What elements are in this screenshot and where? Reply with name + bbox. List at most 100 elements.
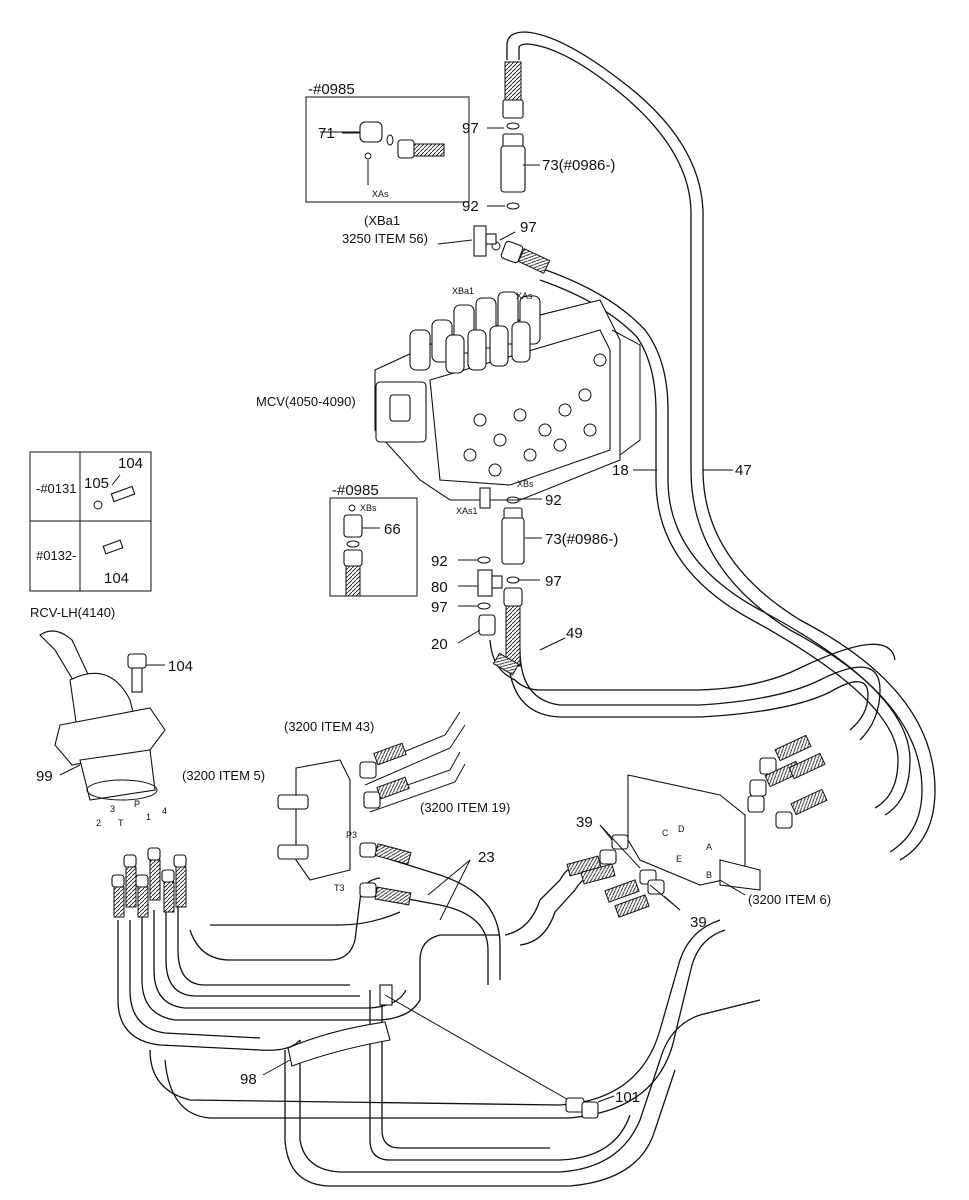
label-xas-port: XAs (516, 291, 533, 301)
callout-47: 47 (735, 462, 752, 479)
junction-block-item5 (277, 759, 351, 881)
washer-105 (93, 500, 103, 510)
table-row2-part: 104 (104, 570, 129, 587)
label-xbs-port: XBs (517, 479, 534, 489)
callout-39-bottom: 39 (690, 914, 707, 931)
label-item56-ref: 3250 ITEM 56) (342, 231, 428, 246)
hose-49 (507, 649, 881, 741)
pin-t: T (118, 818, 124, 828)
joystick-hoses (117, 859, 761, 1187)
callout-73-bottom: 73(#0986-) (545, 531, 618, 548)
o-ring-92-top (506, 202, 520, 210)
elbow-fitting-20 (478, 614, 496, 636)
leader-lines (59, 127, 746, 1103)
callout-23: 23 (478, 849, 495, 866)
hose-item43 (359, 711, 466, 786)
callout-99: 99 (36, 768, 53, 785)
hose-ends-joystick (111, 847, 187, 918)
fittings-39 (566, 834, 665, 918)
bolt-104-a (110, 485, 136, 503)
tee-fitting-80 (477, 569, 503, 597)
port-b: B (706, 870, 712, 880)
pin-p: P (134, 799, 140, 809)
hose-18-end-fitting (500, 240, 551, 274)
valve-ports (463, 353, 607, 477)
bolt-104-joystick (127, 653, 147, 693)
right-hose-ends (747, 734, 828, 829)
callout-97-bottom-right: 97 (545, 573, 562, 590)
callout-71: 71 (318, 125, 335, 142)
callout-104: 104 (168, 658, 193, 675)
callout-66: 66 (384, 521, 401, 538)
label-xba1-port: XBa1 (452, 286, 474, 296)
fitting-xas1 (479, 487, 491, 509)
callout-80: 80 (431, 579, 448, 596)
clamp-bolt-leader (384, 994, 573, 1103)
o-ring-92-right (506, 496, 520, 504)
callout-98: 98 (240, 1071, 257, 1088)
callout-92-left: 92 (431, 553, 448, 570)
callout-18: 18 (612, 462, 629, 479)
junction-block-item6 (627, 774, 761, 891)
label-xba1-ref: (XBa1 (364, 213, 400, 228)
label-item43: (3200 ITEM 43) (284, 719, 374, 734)
label-item6: (3200 ITEM 6) (748, 892, 831, 907)
callout-39-top: 39 (576, 814, 593, 831)
inset-mid (329, 497, 418, 597)
hose-20-sleeve (492, 652, 520, 676)
label-rcv: RCV-LH(4140) (30, 605, 115, 620)
inset-top-serial: -#0985 (308, 81, 355, 98)
rcv-joystick (39, 630, 166, 801)
label-xbs-inset: XBs (360, 503, 377, 513)
callout-73-top: 73(#0986-) (542, 157, 615, 174)
fitting-73-bottom (501, 507, 525, 565)
hose-20 (489, 639, 896, 691)
pin-4: 4 (162, 806, 167, 816)
label-item5: (3200 ITEM 5) (182, 768, 265, 783)
port-e: E (676, 854, 682, 864)
hoses-23 (359, 842, 501, 985)
callout-101: 101 (615, 1089, 640, 1106)
callout-49: 49 (566, 625, 583, 642)
o-ring-97-bottom-left (477, 602, 491, 610)
tee-fitting-xba1 (473, 225, 497, 257)
label-xas-inset: XAs (372, 189, 389, 199)
label-xas1-port: XAs1 (456, 506, 478, 516)
port-d: D (678, 824, 685, 834)
hose-49-end-fitting (503, 587, 523, 667)
elbow-fitting-71 (359, 121, 383, 143)
serial-table (29, 451, 152, 592)
label-t3: T3 (334, 883, 345, 893)
callout-92-top: 92 (462, 198, 479, 215)
label-mcv: MCV(4050-4090) (256, 394, 356, 409)
hose-18 (539, 267, 911, 816)
label-item19: (3200 ITEM 19) (420, 800, 510, 815)
callout-97-side: 97 (520, 219, 537, 236)
table-row2-serial: #0132- (36, 548, 76, 563)
main-control-valve (374, 291, 641, 501)
callout-97-bottom-left: 97 (431, 599, 448, 616)
fitting-73-top (500, 133, 526, 193)
table-row1-serial: -#0131 (36, 481, 76, 496)
bolt-104-b (102, 539, 124, 555)
hose-47-end-fitting (502, 61, 524, 119)
inset-mid-serial: -#0985 (332, 482, 379, 499)
hose-clamp-98 (287, 984, 393, 1067)
callout-20: 20 (431, 636, 448, 653)
table-row1-part-a: 105 (84, 475, 109, 492)
pin-3: 3 (110, 804, 115, 814)
o-ring-92-left (477, 556, 491, 564)
label-p3: P3 (346, 830, 357, 840)
port-c: C (662, 828, 669, 838)
table-row1-part-b: 104 (118, 455, 143, 472)
port-a: A (706, 842, 712, 852)
callout-97-top: 97 (462, 120, 479, 137)
o-ring-97-bottom-right (506, 576, 520, 584)
callout-92-right: 92 (545, 492, 562, 509)
pin-2: 2 (96, 818, 101, 828)
valve-spools (409, 291, 541, 374)
hose-item19 (363, 751, 466, 813)
adapter-66 (343, 514, 363, 538)
pin-1: 1 (146, 812, 151, 822)
